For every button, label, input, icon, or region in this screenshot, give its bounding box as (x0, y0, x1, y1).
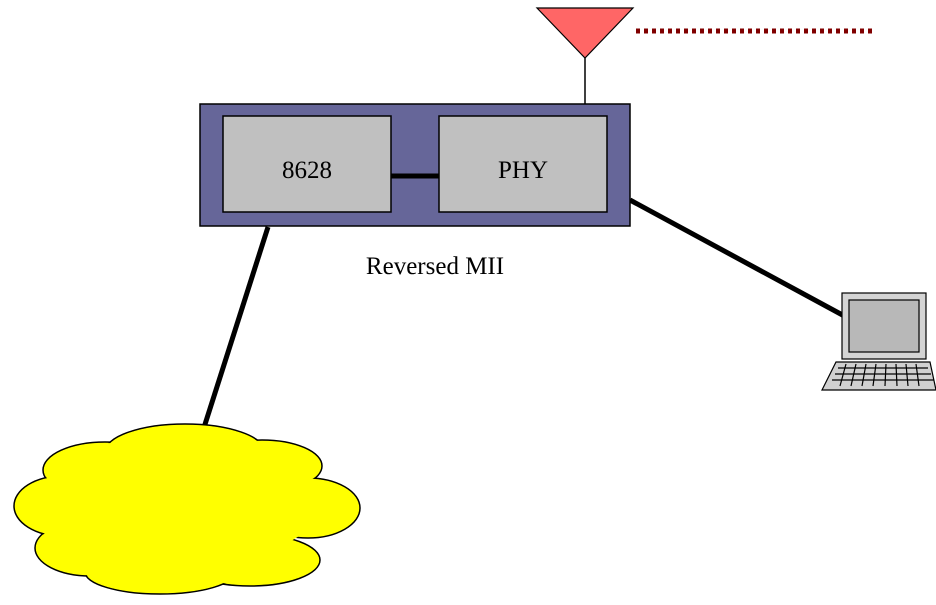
chip-label: 8628 (282, 157, 332, 184)
cloud-link-line (197, 226, 271, 441)
laptop-icon (821, 292, 936, 391)
phy-module (438, 115, 608, 213)
laptop-link-line (628, 197, 850, 321)
interface-label: Reversed MII (366, 253, 504, 280)
network-cloud-icon (13, 423, 361, 595)
phy-label: PHY (498, 157, 548, 184)
chip-module (222, 115, 392, 213)
antenna-icon (535, 7, 635, 59)
